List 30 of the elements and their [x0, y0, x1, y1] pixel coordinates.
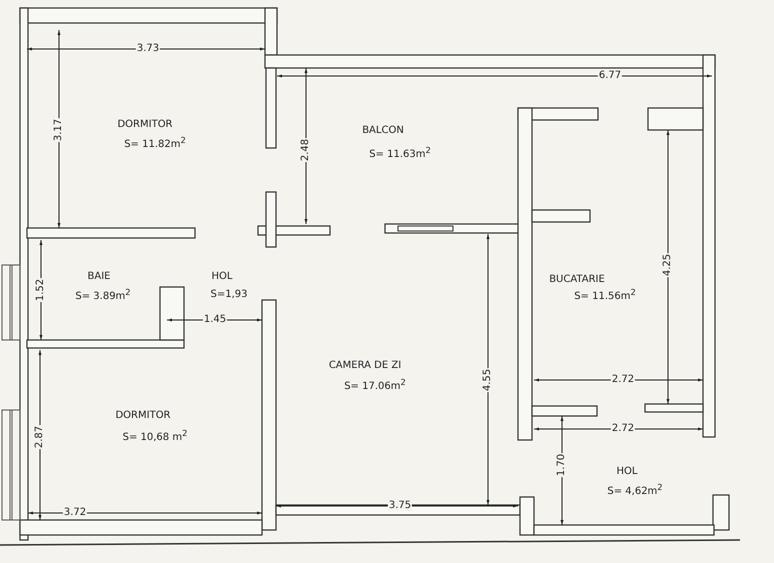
room-label: HOL: [616, 467, 638, 477]
dimension-label: 3.73: [136, 44, 160, 54]
dimension-label: 3.75: [388, 501, 412, 511]
dimension-label: 1.52: [36, 278, 46, 302]
room-label: DORMITOR: [115, 411, 171, 421]
room-label: S= 11.63m$^{2}$: [369, 146, 431, 160]
dimension-label: 3.17: [54, 118, 64, 142]
room-label: S= 10,68 m$^{2}$: [122, 428, 188, 444]
room-label: BALCON: [362, 126, 404, 136]
dimension-label: 3.72: [62, 508, 88, 518]
dimension-label: 2.72: [610, 375, 636, 385]
room-label: DORMITOR: [117, 120, 173, 130]
dimension-label: 6.77: [598, 71, 622, 81]
room-label: BAIE: [88, 272, 110, 282]
room-label: S= 17.06m$^{2}$: [344, 378, 406, 392]
dimension-label: 2.48: [301, 138, 311, 162]
room-label: S= 4,62m$^{2}$: [607, 482, 663, 498]
room-label: HOL: [212, 272, 232, 282]
dimension-label: 2.87: [35, 424, 45, 450]
room-label: S=1,93: [210, 290, 248, 300]
room-label: S= 11.82m$^{2}$: [124, 136, 186, 150]
room-label: CAMERA DE ZI: [328, 361, 402, 371]
dimension-label: 4.25: [663, 252, 673, 278]
room-label: BUCATARIE: [549, 275, 605, 285]
room-label: S= 3.89m$^{2}$: [75, 288, 131, 302]
dimension-label: 1.70: [557, 452, 567, 478]
dimension-label: 1.45: [202, 315, 228, 325]
dimension-label: 4.55: [483, 368, 493, 392]
dimension-label: 2.72: [610, 424, 636, 434]
room-label: S= 11.56m$^{2}$: [574, 288, 636, 302]
